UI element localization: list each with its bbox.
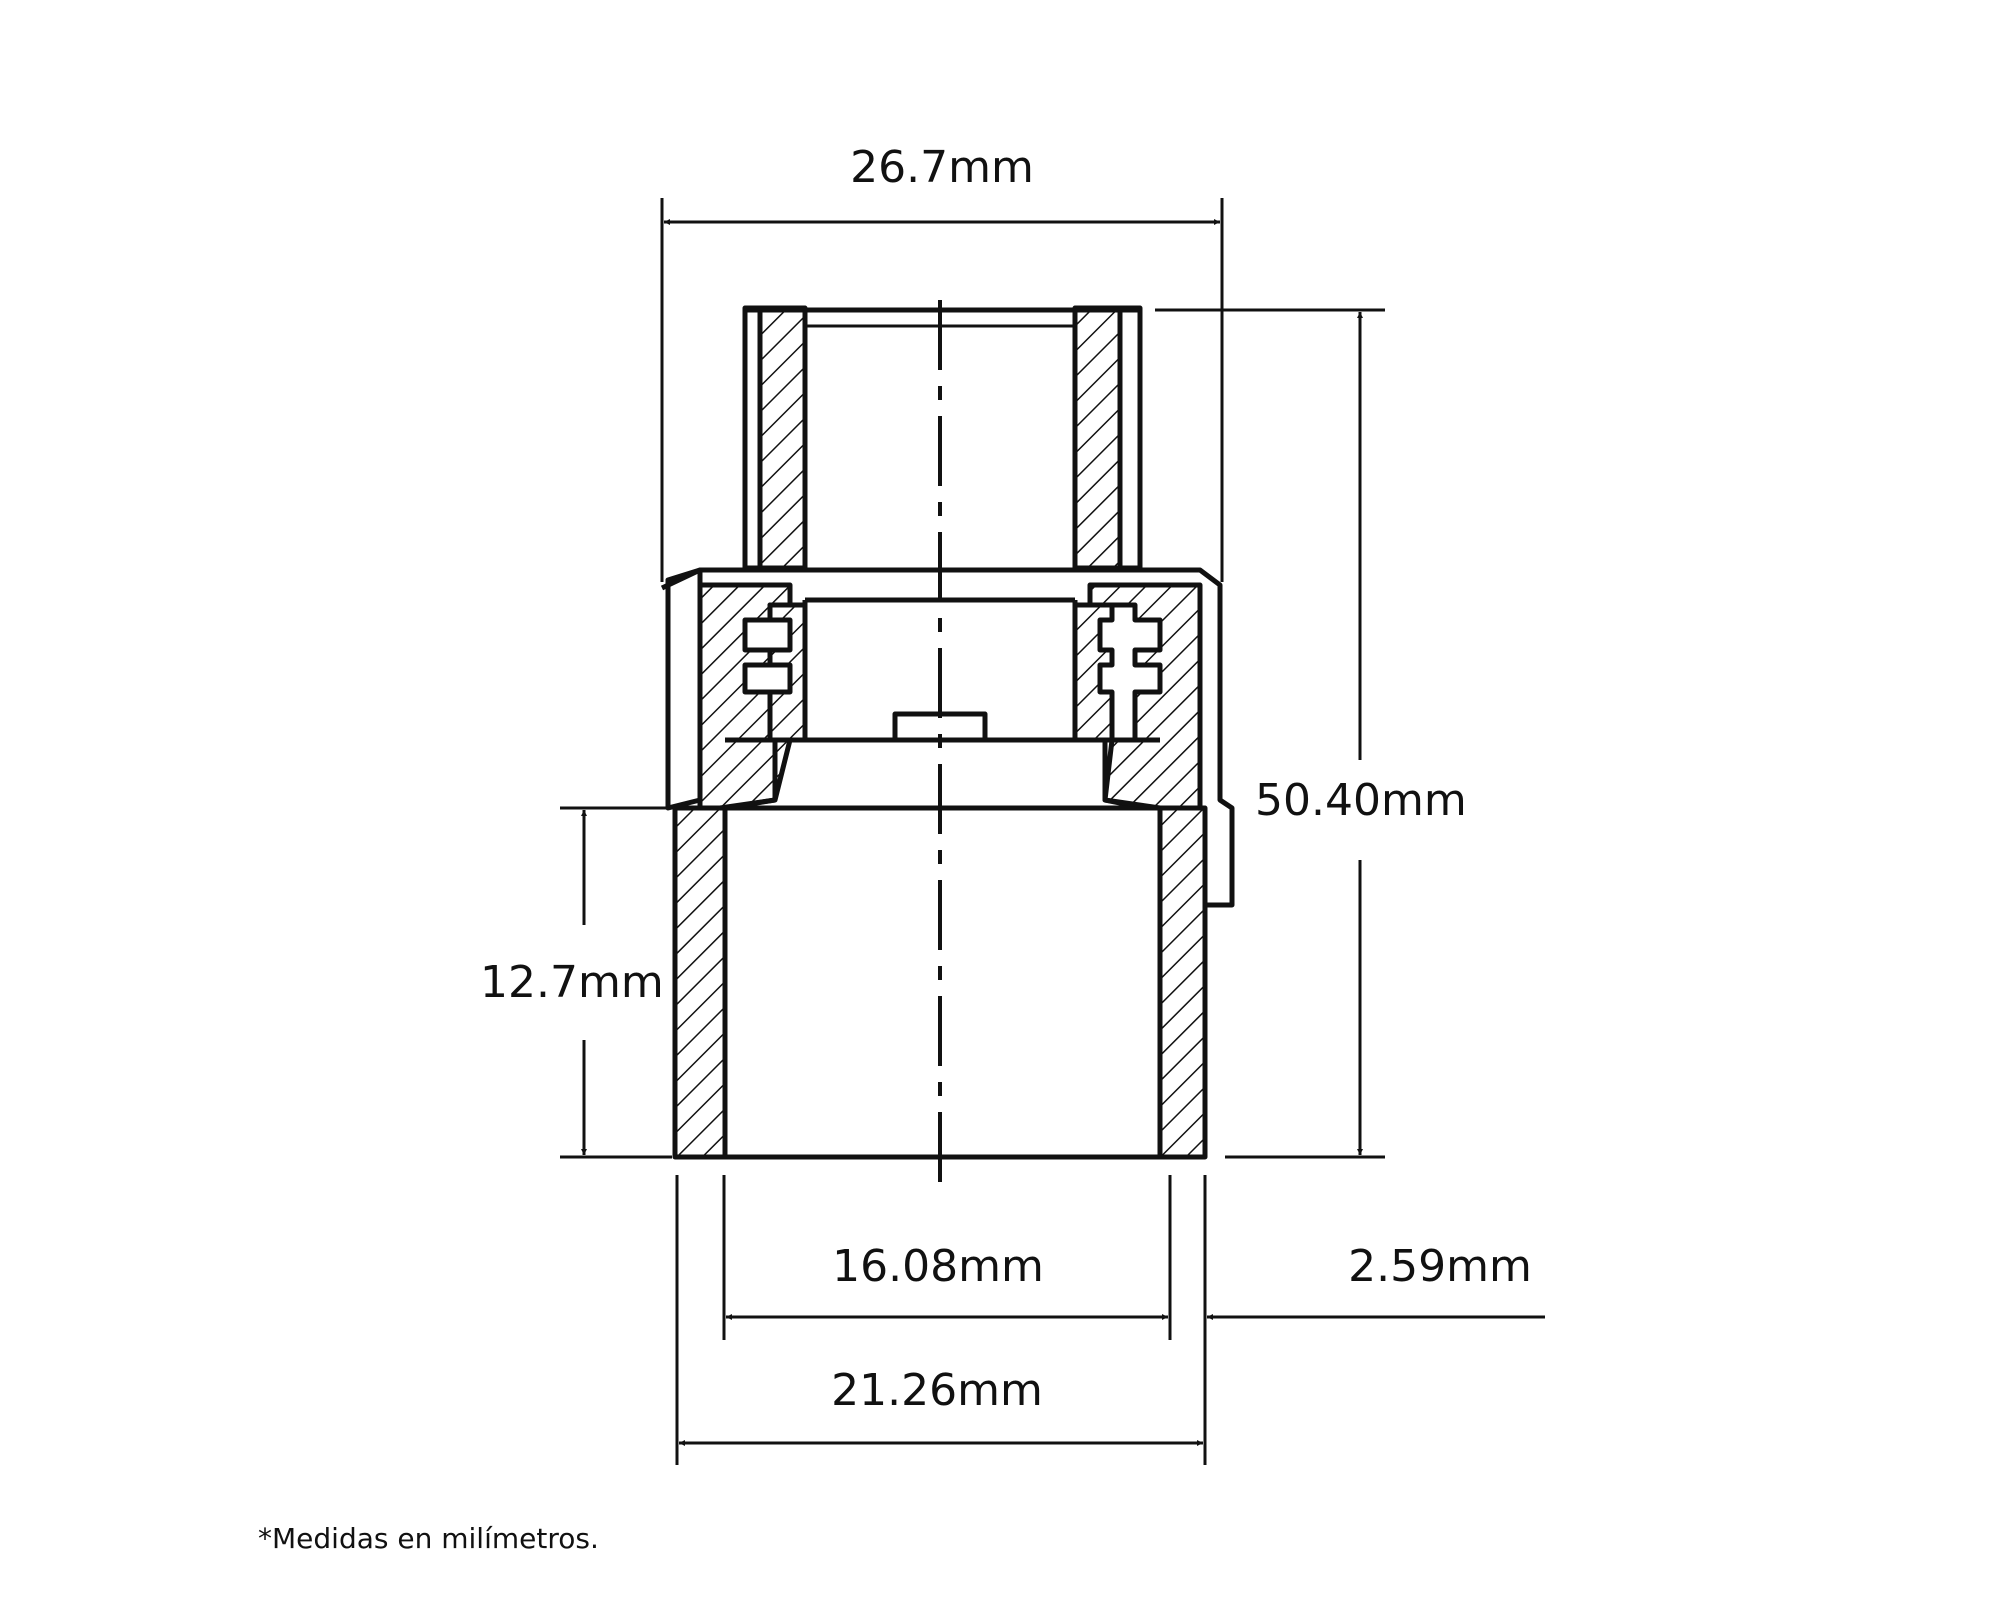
collar-outline-left [665, 567, 703, 811]
thread-wall-right [1072, 305, 1123, 571]
thread-profile-right [1117, 305, 1143, 571]
units-footnote: *Medidas en milímetros. [258, 1522, 599, 1555]
thread-profile-left [742, 305, 763, 571]
label-wall-thickness: 2.59mm [1348, 1241, 1532, 1292]
insert-right [1072, 602, 1115, 743]
label-overall-width: 26.7mm [850, 142, 1034, 193]
label-outer-diameter: 21.26mm [831, 1365, 1043, 1416]
socket-wall-left [672, 805, 728, 1160]
thread-wall-left [757, 305, 808, 571]
label-overall-height: 50.40mm [1255, 775, 1467, 826]
label-inner-diameter: 16.08mm [832, 1241, 1044, 1292]
fitting-body [660, 305, 1235, 1160]
socket-shoulder-left [724, 797, 776, 811]
dimension-lines [560, 198, 1545, 1465]
insert-left [767, 602, 808, 743]
socket-wall-right [1157, 805, 1208, 1160]
label-socket-depth: 12.7mm [480, 957, 664, 1008]
socket-shoulder-right [1104, 797, 1161, 811]
